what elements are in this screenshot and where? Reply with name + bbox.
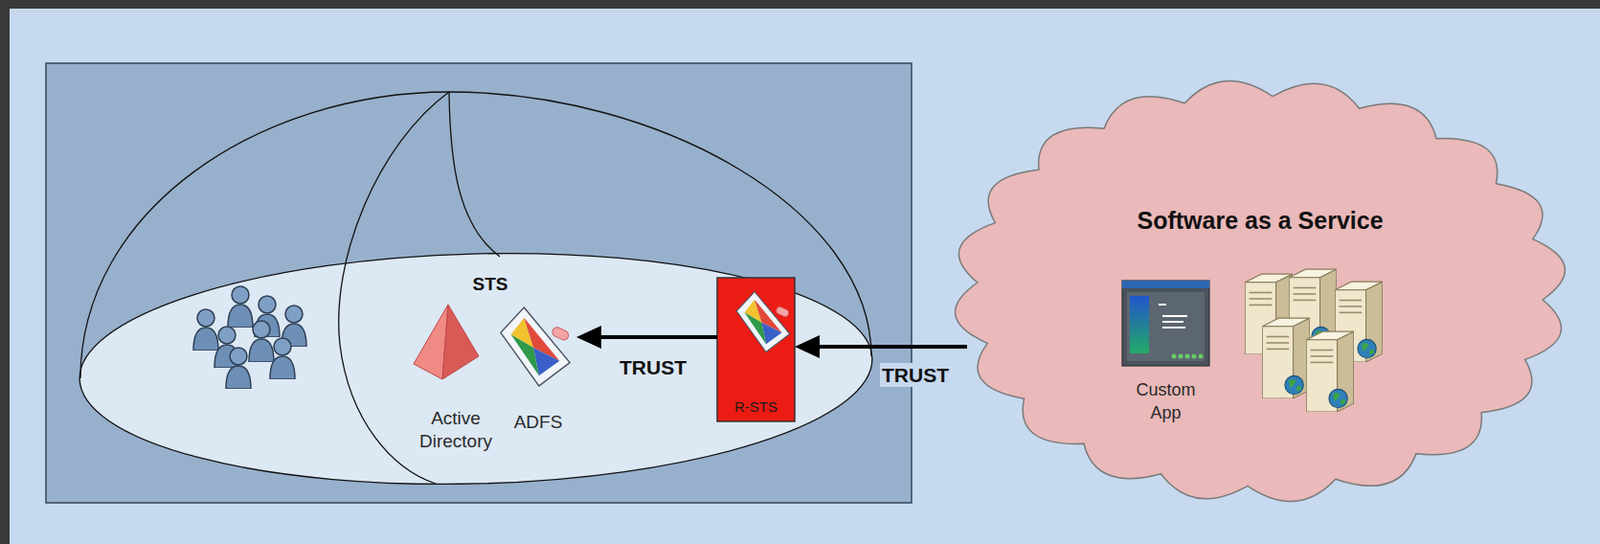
node-label: Software as a Service [1136,204,1383,237]
custom-app-box: Custom App [1110,277,1221,427]
server-icon [1261,317,1309,399]
domain-base-ellipse [76,243,876,495]
person-icon [248,320,274,362]
r-sts-box: R-STS [717,277,795,422]
edge-label: TRUST [617,355,689,380]
active-directory-icon [413,304,479,380]
person-icon [225,347,251,389]
node-label: R-STS [734,397,778,417]
r-sts-icon [736,292,790,353]
users-icon [193,286,307,389]
node-label: Custom App [1132,379,1200,425]
region-label: STS [473,273,509,296]
cloud-outline [948,76,1572,506]
node-label: ADFS [514,410,564,435]
cloud-shape [955,81,1566,502]
r-sts-fill [717,277,795,422]
person-icon [227,286,253,328]
adfs-icon [500,307,570,386]
adfs-icon-box: ADFS [499,300,577,437]
frame-edge [0,0,1600,9]
edge-label: TRUST [879,362,951,387]
node-label: Active Directory [412,406,499,454]
trust-arrow [585,335,718,339]
dome-meridian [449,91,500,257]
frame-edge [0,0,10,544]
person-icon [270,338,295,380]
directory-icon-box: Active Directory [408,300,503,456]
trust-arrow [804,344,968,349]
server-icon [1306,331,1353,412]
saas-cloud: Software as a ServiceCustom App [948,76,1572,506]
custom-app-icon [1122,280,1210,366]
person-icon [193,309,219,351]
enterprise-panel [45,63,912,503]
